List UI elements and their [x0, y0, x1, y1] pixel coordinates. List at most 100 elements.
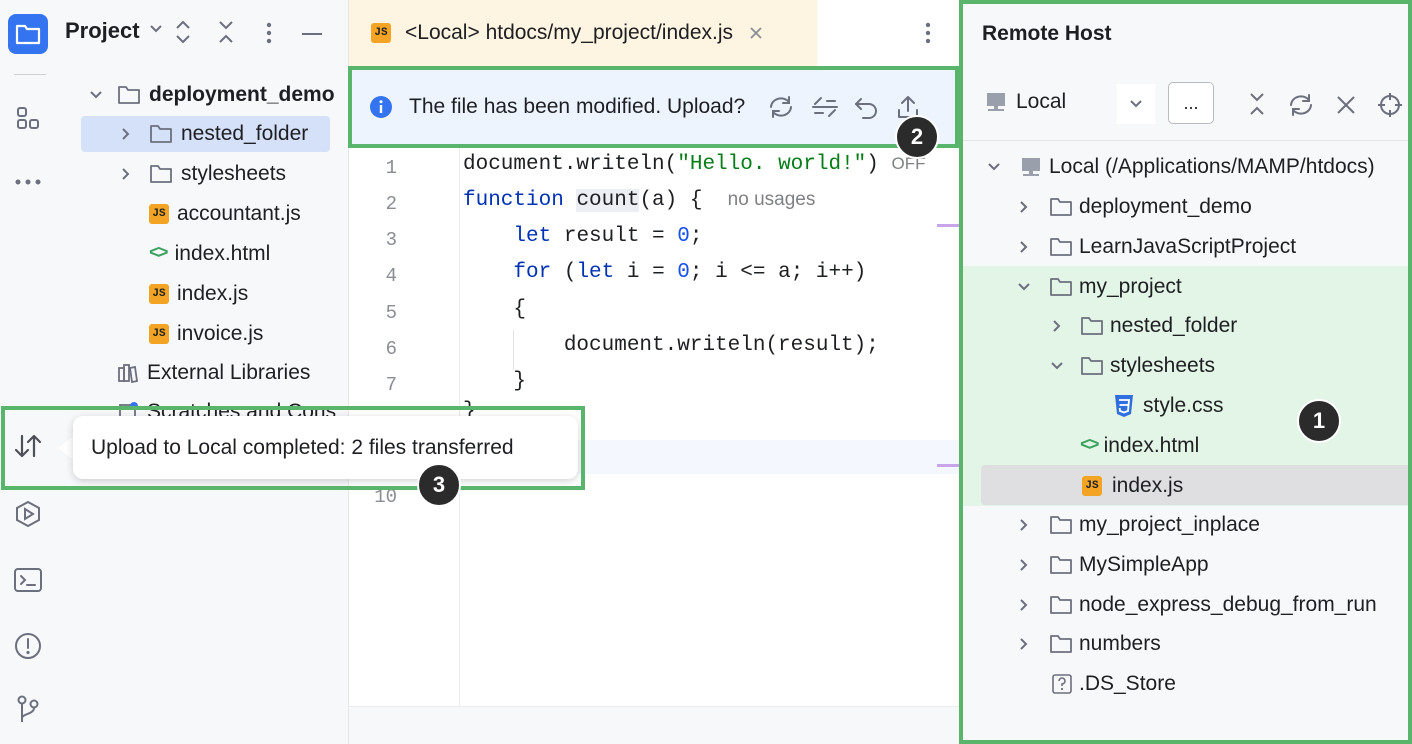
- folder-icon: [1049, 634, 1073, 654]
- revert-button[interactable]: [853, 95, 879, 119]
- tree-item-nested-folder[interactable]: nested_folder: [81, 116, 330, 152]
- folder-icon: [15, 23, 41, 45]
- change-marker: [937, 464, 959, 467]
- remote-root-item[interactable]: Local (/Applications/MAMP/htdocs): [987, 147, 1375, 187]
- remote-item-my-project[interactable]: my_project: [1017, 267, 1182, 307]
- html-file-icon: <>: [1080, 436, 1100, 456]
- file-transfer-tool-button[interactable]: [8, 426, 48, 466]
- remote-item-learn-js[interactable]: LearnJavaScriptProject: [1019, 227, 1296, 267]
- line-number: 4: [385, 265, 397, 287]
- close-icon: [1336, 95, 1356, 115]
- tree-item-label: my_project: [1079, 275, 1182, 298]
- folder-icon: [1049, 237, 1073, 257]
- expand-all-button[interactable]: [175, 20, 191, 44]
- remote-item-index-js[interactable]: JS index.js: [1082, 466, 1183, 506]
- transfer-arrows-icon: [13, 433, 43, 459]
- javascript-file-icon: JS: [371, 23, 391, 43]
- tree-item-index-html[interactable]: <> index.html: [149, 236, 270, 272]
- folder-icon: [1049, 595, 1073, 615]
- tree-item-label: my_project_inplace: [1079, 513, 1260, 536]
- upload-complete-toast: Upload to Local completed: 2 files trans…: [73, 416, 578, 479]
- tree-item-label: .DS_Store: [1079, 672, 1176, 695]
- code-line-5[interactable]: {: [463, 298, 527, 321]
- javascript-file-icon: JS: [149, 284, 169, 304]
- services-play-icon: [13, 499, 43, 529]
- remote-item-ds-store[interactable]: .DS_Store: [1051, 664, 1176, 704]
- server-dropdown-button[interactable]: [1117, 84, 1155, 124]
- services-tool-button[interactable]: [8, 494, 48, 534]
- tree-item-label: index.html: [1103, 434, 1200, 457]
- collapse-icon: [1249, 92, 1265, 116]
- code-line-3[interactable]: let result = 0;: [513, 225, 703, 248]
- project-view-dropdown[interactable]: [149, 24, 163, 34]
- tree-item-label: nested_folder: [1110, 314, 1238, 337]
- code-line-2[interactable]: function count(a) { no usages: [463, 189, 816, 212]
- tree-item-deployment-demo[interactable]: deployment_demo: [85, 77, 335, 113]
- remote-item-index-html[interactable]: <> index.html: [1080, 426, 1199, 466]
- editor-tab-options[interactable]: [925, 22, 931, 44]
- refresh-button[interactable]: [1287, 93, 1315, 117]
- editor-area: JS <Local> htdocs/my_project/index.js Th…: [349, 0, 959, 744]
- remote-item-stylesheets[interactable]: stylesheets: [1050, 346, 1215, 386]
- line-number: 2: [385, 193, 397, 215]
- remote-item-style-css[interactable]: style.css: [1113, 386, 1224, 426]
- chevron-right-icon: [1019, 558, 1031, 572]
- selected-row-highlight: [981, 465, 1412, 505]
- code-line-6[interactable]: document.writeln(result);: [463, 334, 879, 357]
- project-tool-button[interactable]: [8, 14, 48, 54]
- css-file-icon: [1113, 394, 1135, 418]
- browse-servers-button[interactable]: ...: [1168, 82, 1214, 124]
- chevron-right-icon: [1019, 200, 1031, 214]
- collapse-all-button[interactable]: [218, 20, 234, 44]
- tree-item-label: accountant.js: [177, 202, 301, 225]
- collapse-icon: [218, 20, 234, 44]
- server-selector[interactable]: Local: [984, 90, 1066, 114]
- structure-tool-button[interactable]: [8, 98, 48, 138]
- tree-item-label: index.js: [177, 282, 249, 305]
- chevron-right-icon: [119, 167, 133, 181]
- tree-item-index-js[interactable]: JS index.js: [149, 276, 248, 312]
- hide-panel-button[interactable]: [301, 32, 323, 36]
- chevron-right-icon: [1052, 319, 1064, 333]
- server-icon: [984, 90, 1008, 114]
- terminal-tool-button[interactable]: [8, 560, 48, 600]
- code-line-7[interactable]: }: [463, 370, 527, 393]
- tree-item-stylesheets[interactable]: stylesheets: [119, 156, 286, 192]
- folder-icon: [149, 124, 173, 144]
- more-tools-button[interactable]: [8, 162, 48, 202]
- folder-icon: [117, 85, 141, 105]
- code-line-1[interactable]: document.writeln("Hello. world!") OFF: [463, 153, 926, 176]
- remote-item-nested-folder[interactable]: nested_folder: [1052, 306, 1237, 346]
- upload-notification-banner: The file has been modified. Upload?: [349, 68, 959, 146]
- minimize-icon: [301, 32, 323, 36]
- close-tab-icon[interactable]: [749, 26, 763, 40]
- highlight-frame-banner: [348, 66, 959, 148]
- remote-item-deployment-demo[interactable]: deployment_demo: [1019, 187, 1252, 227]
- code-line-4[interactable]: for (let i = 0; i <= a; i++): [513, 261, 867, 284]
- tree-item-label: index.html: [174, 242, 271, 265]
- tree-item-label: deployment_demo: [149, 83, 335, 106]
- remote-item-my-project-inplace[interactable]: my_project_inplace: [1019, 505, 1260, 545]
- close-connection-button[interactable]: [1336, 95, 1356, 115]
- options-button[interactable]: [266, 22, 272, 44]
- remote-item-numbers[interactable]: numbers: [1019, 624, 1161, 664]
- compare-button[interactable]: [811, 94, 839, 120]
- change-marker: [937, 224, 959, 227]
- problems-tool-button[interactable]: [8, 626, 48, 666]
- chevron-right-icon: [1019, 598, 1031, 612]
- warning-circle-icon: [13, 631, 43, 661]
- tree-item-invoice-js[interactable]: JS invoice.js: [149, 316, 263, 352]
- callout-badge: 3: [417, 463, 461, 507]
- tree-item-label: nested_folder: [181, 122, 309, 145]
- remote-item-mysimpleapp[interactable]: MySimpleApp: [1019, 545, 1209, 585]
- git-tool-button[interactable]: [8, 690, 48, 730]
- locate-button[interactable]: [1377, 92, 1403, 118]
- sync-button[interactable]: [767, 95, 795, 119]
- tree-item-external-libraries[interactable]: External Libraries: [117, 355, 310, 391]
- collapse-all-button[interactable]: [1249, 92, 1265, 116]
- chevron-down-icon: [1129, 99, 1143, 109]
- tree-item-accountant-js[interactable]: JS accountant.js: [149, 196, 301, 232]
- chevron-right-icon: [119, 127, 133, 141]
- editor-tab[interactable]: JS <Local> htdocs/my_project/index.js: [349, 0, 817, 66]
- remote-item-node-express[interactable]: node_express_debug_from_run: [1019, 585, 1377, 625]
